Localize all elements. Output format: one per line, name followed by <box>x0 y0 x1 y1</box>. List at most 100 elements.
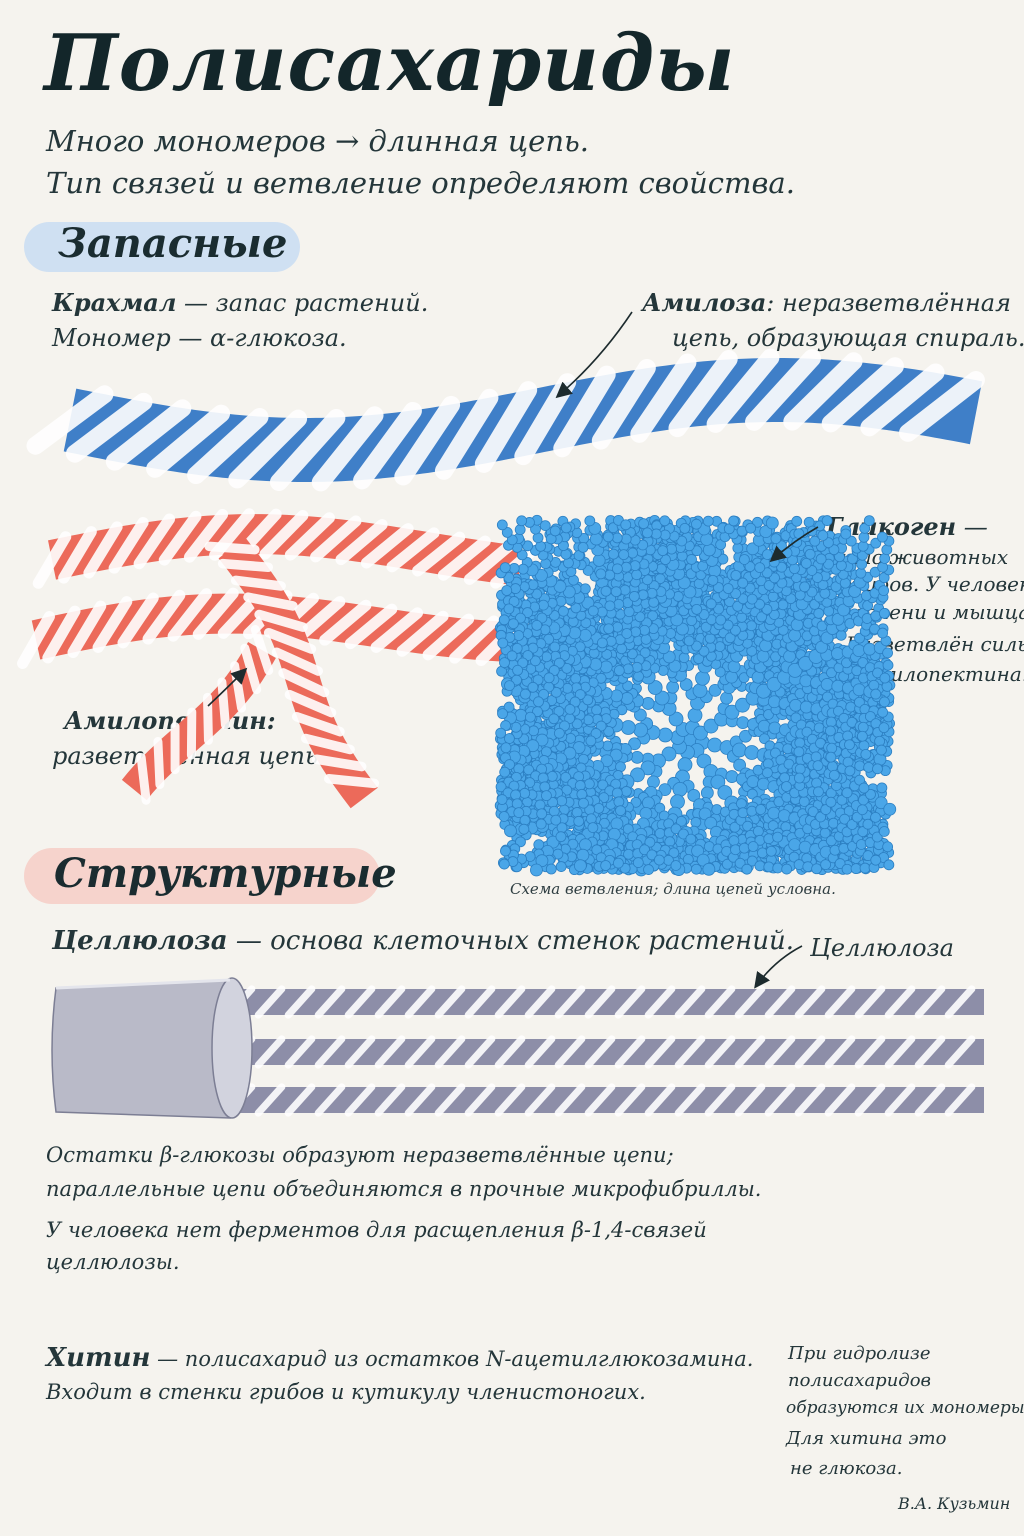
glycogen-bead <box>628 591 640 602</box>
glycogen-bead <box>686 554 697 565</box>
glycogen-bead <box>638 518 650 530</box>
amylopectin-branch-lower-twist-stripe <box>153 737 165 790</box>
glycogen-bead <box>839 577 851 589</box>
glycogen-bead <box>659 515 671 527</box>
page-title: Полисахариды <box>44 18 736 109</box>
glycogen-bead <box>842 730 854 742</box>
glycogen-bead <box>696 853 710 867</box>
glycogen-bead <box>682 853 694 865</box>
glycogen-bead <box>499 562 511 573</box>
glycogen-bead <box>512 664 524 676</box>
glycogen-bead <box>602 740 614 752</box>
amylose-helix <box>26 348 1002 492</box>
amylopectin-branch-main-twist-stripe <box>271 647 323 676</box>
amylose-twist-stripe <box>591 358 656 450</box>
glycogen-bead <box>592 554 606 567</box>
amylopectin-chain-top-twist-stripe <box>32 531 72 589</box>
glycogen-bead <box>498 811 510 822</box>
amylose-twist-stripe <box>434 388 499 480</box>
glycogen-bead <box>826 742 838 754</box>
side-note-l4: Для хитина это <box>786 1428 947 1449</box>
glycogen-bead <box>627 547 638 559</box>
glycogen-bead <box>736 798 747 809</box>
glycogen-bead <box>739 729 752 743</box>
glycogen-bead <box>793 772 805 784</box>
glycogen-bead <box>620 533 632 545</box>
amylopectin-branch-main-body <box>218 537 378 809</box>
glycogen-bead <box>874 735 885 747</box>
glycogen-bead <box>800 557 812 569</box>
amylopectin-chain-top-twist-stripe <box>284 512 335 561</box>
glycogen-bead <box>589 657 603 671</box>
glycogen-bead <box>831 647 844 660</box>
glycogen-bead <box>844 739 855 751</box>
glycogen-bead <box>670 860 682 871</box>
glycogen-bead <box>746 855 758 867</box>
glycogen-bead <box>820 804 832 815</box>
glycogen-bead <box>767 820 779 831</box>
glycogen-bead <box>798 840 812 854</box>
amylose-twist-stripe <box>105 399 192 471</box>
glycogen-bead <box>666 680 680 694</box>
glycogen-bead <box>615 805 626 817</box>
glycogen-bead <box>751 670 765 684</box>
glycogen-bead <box>746 805 758 817</box>
glycogen-bead <box>633 722 649 738</box>
glycogen-bead <box>802 861 814 873</box>
glycogen-bead <box>799 674 813 688</box>
glycogen-bead <box>496 794 508 805</box>
cellulose-microfibril <box>51 977 989 1119</box>
glycogen-bead <box>727 660 741 674</box>
glycogen-bead <box>510 789 521 801</box>
glycogen-bead <box>670 794 685 810</box>
glycogen-bead <box>799 581 811 593</box>
glycogen-bead <box>788 851 800 863</box>
glycogen-bead <box>831 679 845 693</box>
glycogen-bead <box>754 860 766 872</box>
glycogen-bead <box>536 808 548 820</box>
amylopectin-chain-middle-twist-stripe <box>422 613 475 661</box>
glycogen-bead <box>836 794 848 806</box>
glycogen-bead <box>763 861 775 873</box>
glycogen-bead <box>732 542 744 554</box>
glycogen-bead <box>550 814 562 826</box>
glycogen-bead <box>815 811 827 823</box>
glycogen-bead <box>739 554 750 565</box>
glycogen-bead <box>793 859 805 870</box>
amylopectin-branch-main-twist-stripe <box>278 668 330 698</box>
amylopectin-branch-lower-twist-stripe <box>136 753 151 805</box>
glycogen-bead <box>747 841 759 852</box>
glycogen-bead <box>702 543 716 557</box>
glycogen-bead <box>639 806 653 820</box>
glycogen-bead <box>836 560 847 571</box>
glycogen-bead <box>817 530 829 541</box>
glycogen-bead <box>511 798 523 810</box>
glycogen-bead <box>755 804 767 815</box>
amylopectin-branch-main-twist-stripe <box>254 609 308 632</box>
glycogen-bead <box>846 819 858 830</box>
heading-highlight-red <box>24 848 380 904</box>
glycogen-bead <box>854 760 866 772</box>
glycogen-bead <box>850 863 862 875</box>
glycogen-bead <box>857 540 869 552</box>
glycogen-bead <box>721 858 733 870</box>
glycogen-bead <box>856 730 868 742</box>
glycogen-bead <box>754 562 766 574</box>
glycogen-bead <box>863 515 875 527</box>
glycogen-bead <box>548 805 560 817</box>
glycogen-bead <box>783 649 796 663</box>
glycogen-bead <box>765 516 779 530</box>
glycogen-bead <box>666 543 677 555</box>
glycogen-bead <box>545 863 557 875</box>
glycogen-bead <box>707 737 723 753</box>
glycogen-bead <box>616 643 628 655</box>
amylopectin-chain-middle-twist-stripe <box>42 605 81 664</box>
amylose-twist-stripe <box>353 401 422 490</box>
glycogen-bead <box>870 688 882 700</box>
glycogen-bead <box>548 713 560 725</box>
glycogen-bead <box>840 528 852 540</box>
amylose-twist-stripe <box>146 404 231 478</box>
amylopectin-chain-middle-twist-stripe <box>192 587 239 640</box>
glycogen-bead <box>878 585 890 596</box>
glycogen-bead <box>702 515 714 527</box>
